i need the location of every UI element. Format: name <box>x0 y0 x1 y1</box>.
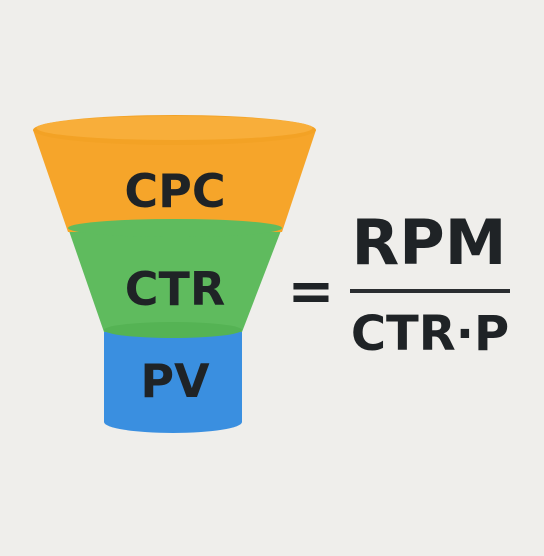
funnel-label-pv: PV <box>140 354 210 408</box>
fraction-bar <box>350 289 510 293</box>
funnel-segment-middle <box>68 228 282 332</box>
funnel-segment-middle-bottom-edge <box>104 322 242 338</box>
funnel-label-ctr: CTR <box>124 262 226 316</box>
fraction-denominator: CTR·P <box>350 306 510 362</box>
fraction-numerator: RPM <box>351 206 507 279</box>
funnel-label-cpc: CPC <box>124 164 226 218</box>
funnel-segment-bottom <box>104 330 242 433</box>
funnel-segment-top-bottom-edge <box>68 219 282 237</box>
funnel-top-rim-highlight <box>36 116 313 140</box>
equals-sign: = <box>287 259 335 324</box>
funnel-segment-top <box>33 130 316 232</box>
